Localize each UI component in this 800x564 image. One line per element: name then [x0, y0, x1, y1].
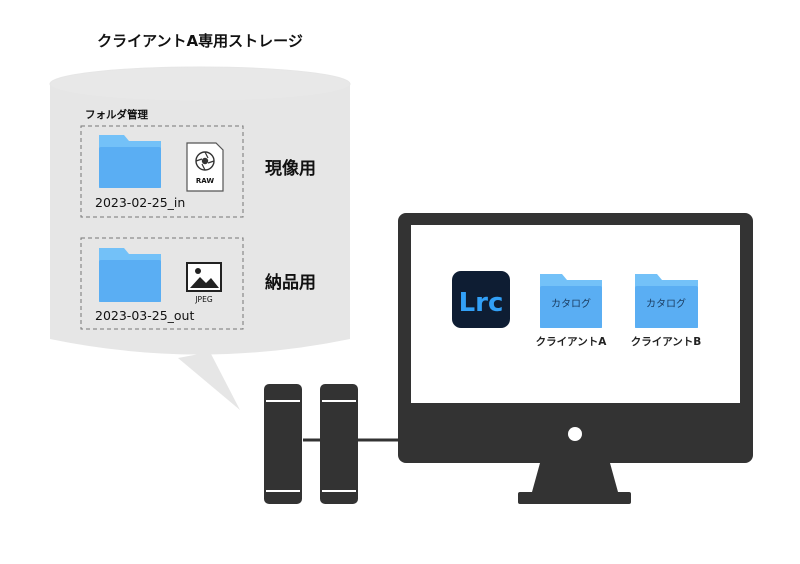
storage-drive: [320, 384, 358, 504]
catalog-tab-label: カタログ: [646, 297, 686, 310]
folder-group-out: [80, 237, 244, 330]
monitor: [398, 213, 753, 504]
folder-management-label: フォルダ管理: [85, 108, 148, 121]
folder-group-in: [80, 125, 244, 218]
raw-file-label: RAW: [196, 177, 214, 185]
monitor-base: [518, 492, 631, 504]
folder-icon: [99, 248, 161, 302]
catalog-folder-icon: カタログ: [540, 274, 602, 328]
folder-date-in: 2023-02-25_in: [95, 195, 185, 210]
jpeg-file-icon: JPEG: [186, 262, 222, 304]
catalog-name-b: クライアントB: [631, 336, 702, 348]
folder-icon: [99, 135, 161, 188]
jpeg-file-label: JPEG: [194, 295, 212, 304]
catalog-folder-icon: カタログ: [635, 274, 698, 328]
lrc-logo-text: Lrc: [459, 288, 504, 318]
monitor-camera: [568, 427, 582, 441]
catalog-tab-label: カタログ: [551, 297, 591, 310]
monitor-stand: [532, 463, 618, 492]
catalog-name-a: クライアントA: [536, 336, 608, 348]
storage-drive: [264, 384, 302, 504]
usage-label-develop: 現像用: [265, 159, 316, 179]
storage-title: クライアントA専用ストレージ: [97, 32, 303, 50]
lightroom-classic-icon: Lrc: [452, 271, 510, 328]
folder-date-out: 2023-03-25_out: [95, 308, 194, 323]
raw-file-icon: RAW: [186, 142, 224, 192]
usage-label-delivery: 納品用: [265, 272, 316, 293]
